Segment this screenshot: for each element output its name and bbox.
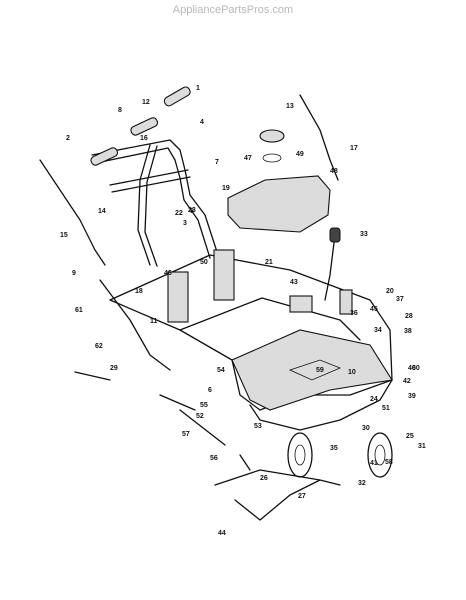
wheels	[287, 432, 393, 478]
callout-number: 45	[370, 306, 378, 313]
callout-number: 14	[98, 208, 106, 215]
callout-number: 26	[260, 475, 268, 482]
callout-number: 38	[404, 328, 412, 335]
chassis	[109, 254, 393, 431]
callout-number: 35	[330, 445, 338, 452]
callout-number: 44	[218, 530, 226, 537]
callout-number: 1	[196, 85, 200, 92]
callout-number: 53	[254, 423, 262, 430]
callout-number: 34	[374, 327, 382, 334]
brackets	[167, 249, 353, 323]
callout-number: 47	[244, 155, 252, 162]
callout-number: 2	[66, 135, 70, 142]
callout-number: 46	[164, 270, 172, 277]
callout-number: 54	[217, 367, 225, 374]
callout-number: 55	[200, 402, 208, 409]
callout-number: 13	[286, 103, 294, 110]
callout-number: 20	[386, 288, 394, 295]
callout-number: 33	[360, 231, 368, 238]
callout-number: 56	[210, 455, 218, 462]
callout-number: 37	[396, 296, 404, 303]
callout-number: 62	[95, 343, 103, 350]
callout-number: 30	[362, 425, 370, 432]
callout-number: 42	[403, 378, 411, 385]
callout-number: 16	[140, 135, 148, 142]
callout-number: 41	[370, 460, 378, 467]
callout-number: 31	[418, 443, 426, 450]
callout-number: 23	[188, 207, 196, 214]
callout-number: 36	[350, 310, 358, 317]
callout-number: 22	[175, 210, 183, 217]
callout-number: 49	[296, 151, 304, 158]
callout-number: 25	[406, 433, 414, 440]
callout-number: 9	[72, 270, 76, 277]
callout-number: 15	[60, 232, 68, 239]
callout-number: 40	[408, 365, 416, 372]
callout-number: 10	[348, 369, 356, 376]
callout-number: 50	[200, 259, 208, 266]
watermark-text: AppliancePartsPros.com	[172, 4, 294, 16]
callout-number: 4	[200, 119, 204, 126]
callout-number: 6	[208, 387, 212, 394]
grips	[90, 86, 191, 166]
callout-number: 61	[75, 307, 83, 314]
handle-frame	[91, 139, 219, 267]
fuel-tank	[227, 129, 331, 233]
callout-number: 5	[190, 208, 194, 215]
callout-number: 57	[182, 431, 190, 438]
shift-lever	[324, 227, 341, 301]
callout-number: 59	[316, 367, 324, 374]
callout-number: 51	[382, 405, 390, 412]
callout-number: 8	[118, 107, 122, 114]
callout-number: 19	[222, 185, 230, 192]
callout-number: 21	[265, 259, 273, 266]
callout-number: 29	[110, 365, 118, 372]
callout-number: 18	[135, 288, 143, 295]
lower-linkage	[159, 394, 341, 521]
callout-number: 48	[330, 168, 338, 175]
cables	[39, 94, 339, 381]
callout-number: 58	[385, 459, 393, 466]
callout-number: 60	[412, 365, 420, 372]
callout-number: 3	[183, 220, 187, 227]
callout-number: 7	[215, 159, 219, 166]
callout-number: 28	[405, 313, 413, 320]
callout-number: 27	[298, 493, 306, 500]
callout-number: 32	[358, 480, 366, 487]
callout-number: 24	[370, 396, 378, 403]
callout-number: 17	[350, 145, 358, 152]
callout-number: 12	[142, 99, 150, 106]
callout-number: 43	[290, 279, 298, 286]
callout-number: 11	[150, 318, 158, 325]
callout-number: 39	[408, 393, 416, 400]
callout-number: 52	[196, 413, 204, 420]
